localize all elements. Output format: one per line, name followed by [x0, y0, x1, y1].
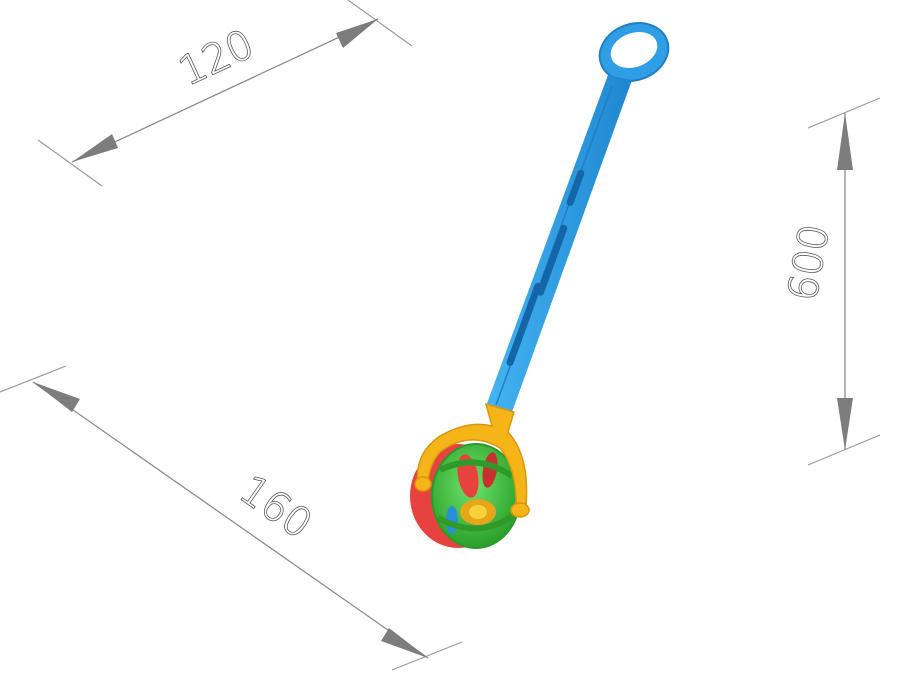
handle-ring — [598, 22, 670, 82]
arrowhead-depth-right — [381, 628, 428, 658]
dimension-width: 120 — [37, 0, 413, 187]
extension-line-height-top — [807, 97, 881, 129]
dimension-line-depth — [32, 381, 429, 659]
handle-stick — [486, 75, 632, 412]
stick-slot-lower — [506, 282, 542, 366]
fork-axle-left — [414, 476, 432, 492]
yellow-fork — [414, 402, 530, 518]
dimension-label-depth: 160 — [231, 467, 320, 548]
extension-line-width-left — [37, 139, 103, 187]
extension-line-width-right — [347, 0, 413, 47]
ball-inner-bead — [469, 505, 487, 519]
arrowhead-depth-left — [33, 382, 80, 412]
dimension-label-height: 600 — [780, 221, 839, 304]
extension-line-depth-left — [0, 365, 67, 393]
arrowhead-width-left — [72, 134, 118, 162]
dimension-line-width — [71, 18, 379, 163]
stick-slot-middle — [537, 224, 568, 296]
arrowhead-height-bottom — [837, 398, 853, 450]
extension-line-depth-right — [391, 641, 463, 671]
dimension-depth: 160 — [0, 365, 463, 671]
dimension-label-width: 120 — [172, 21, 261, 95]
arrowhead-width-right — [336, 19, 378, 48]
push-toy-illustration — [410, 22, 670, 549]
extension-line-height-bottom — [807, 434, 881, 466]
fork-axle-right — [510, 502, 530, 518]
dimension-height: 600 — [779, 97, 881, 466]
arrowhead-height-top — [837, 113, 853, 170]
stick-slot-upper — [566, 169, 585, 206]
